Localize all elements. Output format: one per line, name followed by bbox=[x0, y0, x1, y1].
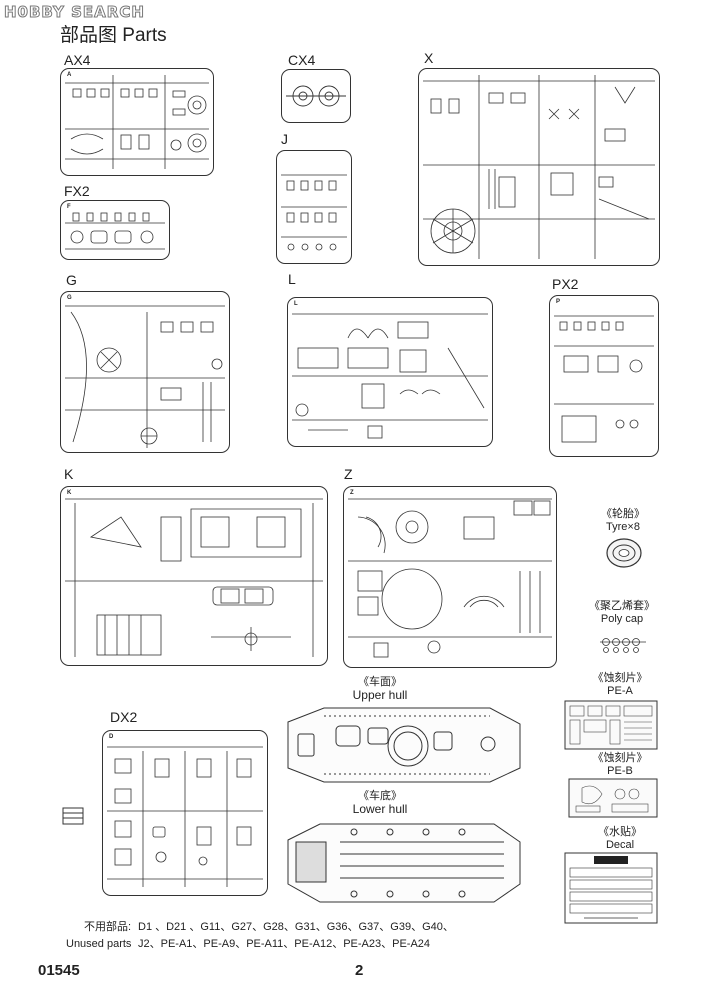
polycap-label: 《聚乙烯套》 Poly cap bbox=[582, 600, 662, 626]
runner-stub-graphic bbox=[62, 807, 84, 825]
label-j: J bbox=[281, 131, 288, 147]
decal-label-en: Decal bbox=[605, 839, 635, 851]
pe-b-label-cn: 《蚀刻片》 bbox=[592, 752, 648, 764]
lower-hull-graphic bbox=[287, 823, 521, 903]
sprue-dx2-parts bbox=[107, 746, 263, 887]
label-dx2: DX2 bbox=[110, 709, 138, 725]
label-g: G bbox=[66, 272, 77, 288]
sprue-cx4 bbox=[281, 69, 351, 123]
unused-parts-cn-label: 不用部品: bbox=[84, 921, 132, 933]
label-px2: PX2 bbox=[552, 276, 579, 292]
pe-b-fret bbox=[568, 778, 658, 823]
sprue-fx2-parts bbox=[65, 212, 165, 250]
sprue-ax4-parts bbox=[65, 75, 209, 169]
lower-hull-part bbox=[284, 820, 524, 911]
product-code: 01545 bbox=[38, 962, 80, 979]
sprue-k-parts bbox=[65, 498, 323, 657]
label-fx2: FX2 bbox=[64, 183, 90, 199]
tyre-label-cn: 《轮胎》 bbox=[601, 508, 645, 520]
sprue-ax4: A bbox=[60, 68, 214, 176]
tyre-graphic bbox=[604, 536, 644, 575]
sprue-z: Z bbox=[343, 486, 557, 668]
sprue-l-parts bbox=[292, 313, 488, 439]
lower-hull-label-en: Lower hull bbox=[352, 802, 408, 816]
sprue-x bbox=[418, 68, 660, 266]
pe-b-label: 《蚀刻片》 PE-B bbox=[570, 752, 670, 778]
sprue-px2: P bbox=[549, 295, 659, 457]
sprue-g-parts bbox=[65, 305, 225, 448]
lower-hull-label-cn: 《车底》 bbox=[358, 790, 402, 802]
decal-sheet bbox=[564, 852, 658, 929]
sprue-tag: G bbox=[67, 295, 72, 301]
polycap-graphic bbox=[598, 628, 648, 663]
sprue-cx4-parts bbox=[286, 85, 346, 107]
sprue-g: G bbox=[60, 291, 230, 453]
sprue-tag: Z bbox=[350, 490, 354, 496]
label-z: Z bbox=[344, 466, 353, 482]
decal-label: 《水贴》 Decal bbox=[570, 826, 670, 852]
pe-a-label-en: PE-A bbox=[607, 685, 633, 697]
pe-a-label-cn: 《蚀刻片》 bbox=[592, 672, 648, 684]
label-l: L bbox=[288, 271, 296, 287]
sprue-tag: P bbox=[556, 299, 561, 305]
sprue-x-parts bbox=[423, 75, 655, 259]
label-ax4: AX4 bbox=[64, 52, 91, 68]
sprue-tag: K bbox=[67, 490, 72, 496]
upper-hull-label: 《车面》 Upper hull bbox=[330, 676, 430, 702]
unused-parts-en-label: Unused parts bbox=[66, 938, 132, 950]
sprue-dx2: D bbox=[102, 730, 268, 896]
lower-hull-label: 《车底》 Lower hull bbox=[330, 790, 430, 816]
watermark: H0BBY SEARCH bbox=[4, 3, 145, 22]
upper-hull-part bbox=[284, 704, 524, 791]
label-k: K bbox=[64, 466, 74, 482]
unused-parts-line1: D1 、D21 、G11、G27、G28、G31、G36、G37、G39、G40… bbox=[138, 921, 454, 933]
pe-a-label: 《蚀刻片》 PE-A bbox=[570, 672, 670, 698]
runner-stub bbox=[62, 806, 84, 826]
label-cx4: CX4 bbox=[288, 52, 316, 68]
pe-b-label-en: PE-B bbox=[607, 765, 633, 777]
sprue-px2-parts bbox=[554, 315, 654, 443]
sprue-z-parts bbox=[348, 498, 552, 658]
sprue-tag: D bbox=[109, 734, 114, 740]
sprue-j-parts bbox=[281, 174, 347, 251]
tyre-label: 《轮胎》 Tyre×8 bbox=[588, 508, 658, 534]
tyre-icon bbox=[606, 538, 642, 568]
polycap-label-cn: 《聚乙烯套》 bbox=[589, 600, 655, 612]
sprue-tag: F bbox=[67, 204, 71, 210]
pe-a-fret bbox=[564, 700, 658, 755]
upper-hull-label-en: Upper hull bbox=[352, 688, 408, 702]
pe-a-fret-graphic bbox=[564, 700, 658, 750]
sprue-k: K bbox=[60, 486, 328, 666]
page-title: 部品图 Parts bbox=[60, 25, 167, 46]
tyre-label-en: Tyre×8 bbox=[606, 521, 640, 533]
unused-parts-line2: J2、PE-A1、PE-A9、PE-A11、PE-A12、PE-A23、PE-A… bbox=[138, 938, 431, 950]
upper-hull-label-cn: 《车面》 bbox=[358, 676, 402, 688]
label-x: X bbox=[424, 50, 434, 66]
page-number: 2 bbox=[355, 962, 364, 979]
upper-hull-graphic bbox=[287, 707, 521, 783]
pe-b-fret-graphic bbox=[568, 778, 658, 818]
polycap-label-en: Poly cap bbox=[600, 613, 644, 625]
sprue-tag: L bbox=[294, 301, 298, 307]
decal-label-cn: 《水贴》 bbox=[598, 826, 642, 838]
sprue-j bbox=[276, 150, 352, 264]
sprue-tag: A bbox=[67, 72, 72, 78]
sprue-l: L bbox=[287, 297, 493, 447]
polycap-icon bbox=[600, 638, 646, 653]
decal-sheet-graphic bbox=[564, 852, 658, 924]
sprue-fx2: F bbox=[60, 200, 170, 260]
